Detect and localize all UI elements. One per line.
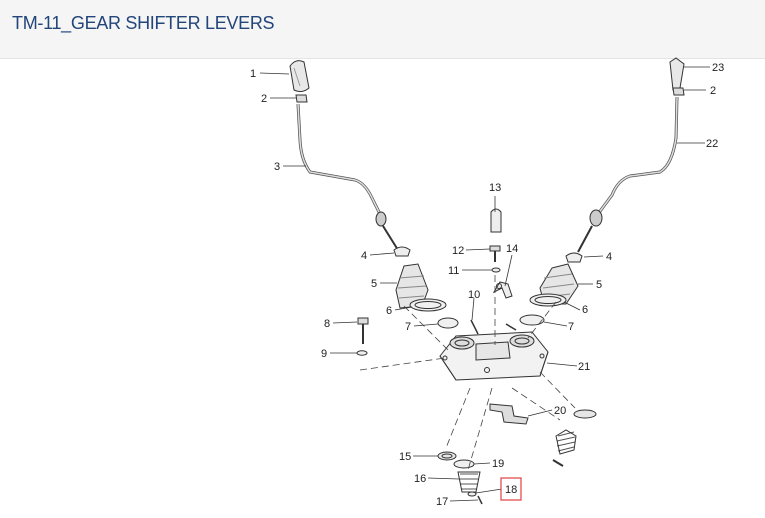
left-ring-7 [437,317,459,329]
right-lever-rod [577,96,679,253]
callout-6-right[interactable]: 6 [582,304,588,316]
callout-10[interactable]: 10 [468,289,480,301]
callout-20[interactable]: 20 [554,405,566,417]
callout-19[interactable]: 19 [492,458,504,470]
right-spring-assembly [552,409,597,467]
right-lever-nut [672,87,685,96]
callout-12[interactable]: 12 [452,245,464,257]
callout-5-left[interactable]: 5 [371,278,377,290]
left-clip [393,246,411,257]
bolt-8 [357,317,369,344]
plate-20 [489,403,529,425]
clip-18 [467,491,477,497]
center-lines [359,275,576,471]
callout-2-left[interactable]: 2 [261,93,267,105]
left-lever-nut [295,94,308,103]
shifter-housing [439,331,549,381]
bolt-13-cap [490,208,502,233]
callout-18[interactable]: 18 [505,484,517,496]
left-lever-rod [296,103,399,251]
washer-15 [437,451,457,461]
callout-22[interactable]: 22 [706,138,718,150]
washer-9 [356,350,368,356]
callout-14[interactable]: 14 [506,243,518,255]
callout-3[interactable]: 3 [274,161,280,173]
left-boot [395,263,429,309]
left-ring-6 [409,298,447,312]
callout-13[interactable]: 13 [489,182,501,194]
page-header: TM-11_GEAR SHIFTER LEVERS [0,0,765,59]
callout-9[interactable]: 9 [321,348,327,360]
bolt-12 [489,245,501,262]
callout-5-right[interactable]: 5 [596,279,602,291]
ring-19 [453,459,475,469]
callout-16[interactable]: 16 [414,473,426,485]
right-ring-6 [529,293,567,307]
pin-10 [470,319,479,335]
pin-right [505,323,517,331]
page-title: TM-11_GEAR SHIFTER LEVERS [12,13,275,33]
callout-2-right[interactable]: 2 [710,85,716,97]
callout-4-left[interactable]: 4 [361,250,367,262]
callout-1[interactable]: 1 [250,68,256,80]
callout-7-right[interactable]: 7 [568,321,574,333]
right-lever-knob [669,57,685,91]
callout-17[interactable]: 17 [436,496,448,508]
washer-11 [491,267,501,273]
callout-4-right[interactable]: 4 [606,251,612,263]
callout-15[interactable]: 15 [399,451,411,463]
callout-8[interactable]: 8 [324,318,330,330]
callout-7-left[interactable]: 7 [405,321,411,333]
callout-23[interactable]: 23 [712,62,724,74]
callout-18-highlight[interactable] [500,477,522,501]
left-lever-knob [289,60,310,93]
callout-6-left[interactable]: 6 [386,305,392,317]
right-ring-7 [519,314,545,326]
right-clip [565,252,583,263]
leader-lines [259,66,710,502]
bracket-14 [492,281,513,299]
callout-11[interactable]: 11 [448,265,459,277]
spring-16 [457,471,481,493]
pin-17 [477,495,483,505]
callout-21[interactable]: 21 [578,361,590,373]
